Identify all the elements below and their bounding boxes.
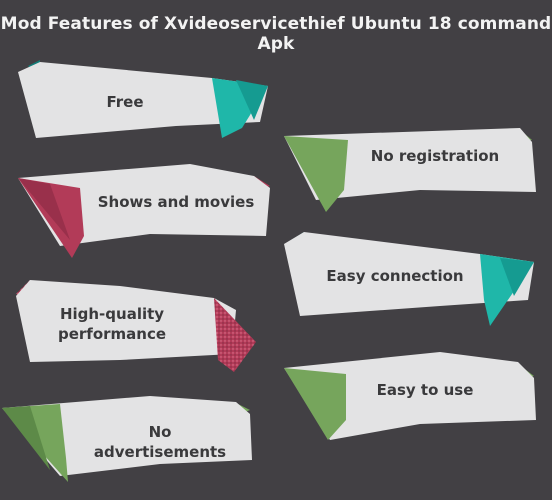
feature-label-easy-to-use: Easy to use bbox=[376, 381, 474, 399]
ribbon-high-quality-performance bbox=[16, 280, 256, 372]
feature-label-free: Free bbox=[106, 93, 144, 111]
feature-label-shows-and-movies: Shows and movies bbox=[97, 193, 255, 211]
ribbon-no-advertisements bbox=[2, 396, 252, 482]
feature-label-no-advertisements: No advertisements bbox=[93, 423, 227, 461]
ribbon-easy-connection bbox=[284, 232, 534, 326]
feature-label-no-registration: No registration bbox=[370, 147, 500, 165]
ribbon-no-registration bbox=[284, 128, 536, 212]
feature-label-high-quality-performance: High-quality performance bbox=[58, 305, 167, 343]
ribbon-free bbox=[18, 60, 268, 138]
ribbon-easy-to-use bbox=[284, 352, 536, 440]
ribbon-shows-and-movies bbox=[18, 164, 270, 258]
page-title: Mod Features of Xvideoservicethief Ubunt… bbox=[0, 14, 552, 54]
feature-label-easy-connection: Easy connection bbox=[326, 267, 464, 285]
